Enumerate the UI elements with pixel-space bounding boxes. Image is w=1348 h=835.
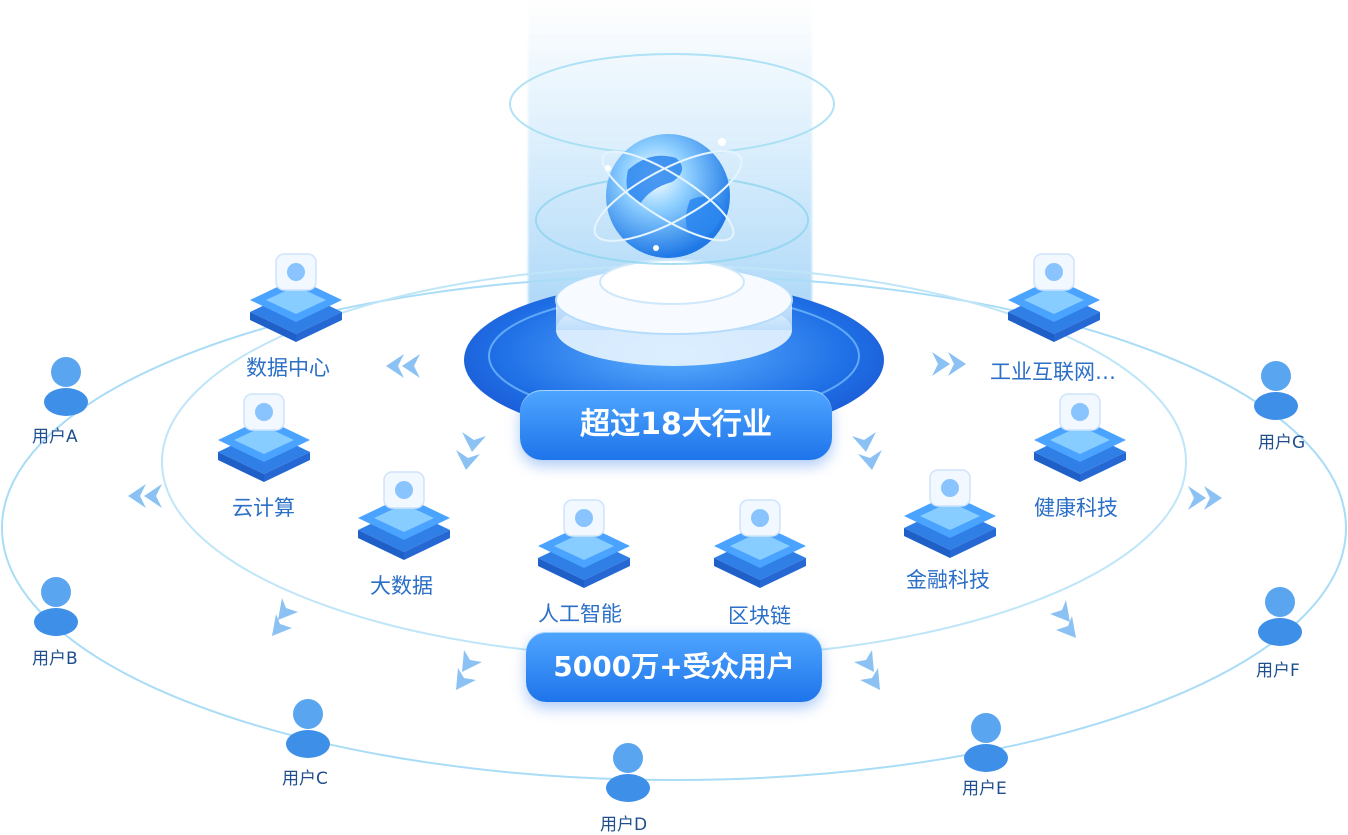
user-label-c: 用户C [282,769,328,789]
industry-label-healthtech: 健康科技 [1034,496,1118,520]
user-label-b: 用户B [32,649,78,669]
user-label-a: 用户A [32,427,78,447]
medical-kit-icon [1034,393,1126,482]
audience-count-badge: 5000万+受众用户 [526,632,822,702]
industry-icons [218,253,1126,588]
chart-board-icon [250,253,342,342]
user-label-e: 用户E [962,779,1007,799]
pie-chart-icon [358,471,450,560]
industry-label-cloud-computing: 云计算 [232,496,295,520]
user-icon [34,577,78,636]
industry-label-industrial-internet: 工业互联网… [990,360,1116,384]
user-icon [964,713,1008,772]
industry-label-big-data: 大数据 [370,574,433,598]
industry-label-ai: 人工智能 [538,602,622,626]
arrow-markers [128,352,1222,690]
user-icons [34,357,1302,802]
ai-head-icon [538,499,630,588]
user-icon [1258,587,1302,646]
user-icon [606,743,650,802]
industries-count-badge: 超过18大行业 [520,390,832,460]
industry-label-data-center: 数据中心 [246,356,330,380]
money-bag-icon [904,469,996,558]
industry-label-blockchain: 区块链 [728,604,791,628]
user-label-g: 用户G [1258,433,1306,453]
user-icon [44,357,88,416]
blockchain-cubes-icon [714,499,806,588]
globe-network-icon [1008,253,1100,342]
user-icon [1254,361,1298,420]
industry-label-fintech: 金融科技 [906,568,990,592]
user-label-f: 用户F [1256,661,1300,681]
cloud-icon [218,393,310,482]
user-label-d: 用户D [600,815,648,835]
user-icon [286,699,330,758]
